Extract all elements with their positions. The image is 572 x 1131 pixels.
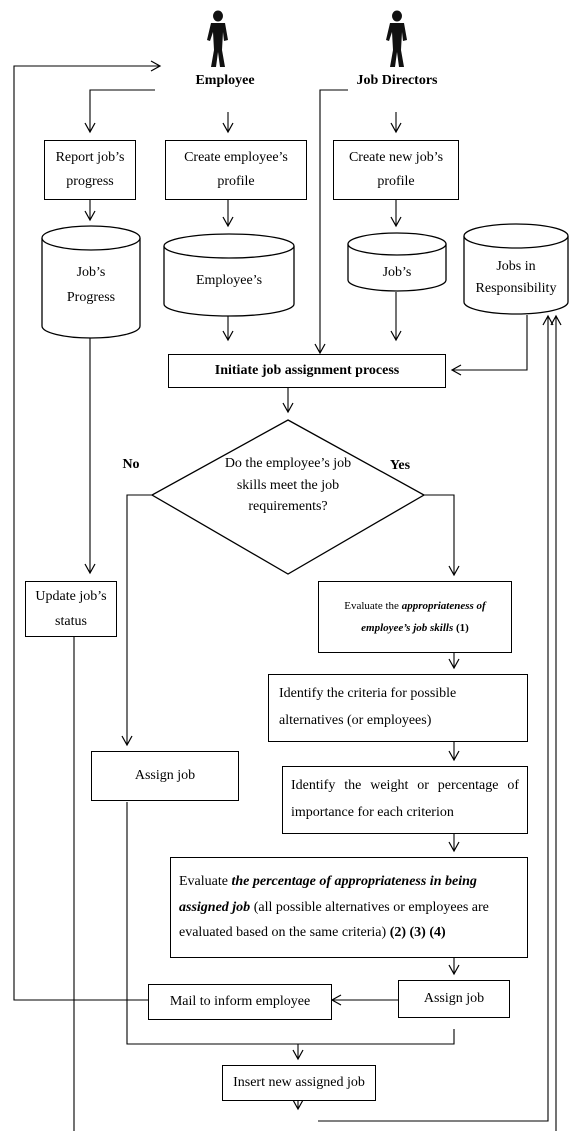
job-progress-database-icon: [41, 225, 141, 339]
mail-inform-employee-box: Mail to inform employee: [148, 984, 332, 1020]
jobs-database-icon: [347, 232, 447, 292]
employees-database-icon: [163, 233, 295, 317]
create-job-profile-box: Create new job’s profile: [333, 140, 459, 200]
evaluate-percentage-refs: (2) (3) (4): [389, 925, 446, 941]
create-employee-profile-box: Create employee’s profile: [165, 140, 307, 200]
initiate-process-box: Initiate job assignment process: [168, 354, 446, 388]
decision-question: Do the employee’s job skills meet the jo…: [224, 456, 352, 515]
evaluate-appropriateness-emphasis: appropriateness of employee’s job skills: [361, 600, 486, 634]
evaluate-appropriateness-ref: (1): [453, 622, 469, 634]
evaluate-percentage-detail: (all possible alternatives or employees …: [179, 899, 489, 941]
job-directors-actor-label: Job Directors: [356, 73, 438, 88]
evaluate-percentage-prefix: Evaluate: [179, 873, 232, 889]
job-directors-person-icon: [386, 10, 407, 67]
assign-job-right-box: Assign job: [398, 980, 510, 1018]
employees-database-label: Employee’s: [195, 273, 263, 288]
evaluate-appropriateness-prefix: Evaluate the: [344, 600, 402, 612]
evaluate-percentage-box: Evaluate the percentage of appropriatene…: [170, 857, 528, 958]
update-status-box: Update job’s status: [25, 581, 117, 637]
jobs-in-responsibility-database-label: Jobs in Responsibility: [475, 259, 557, 296]
insert-assigned-job-box: Insert new assigned job: [222, 1065, 376, 1101]
jobs-database-label: Job’s: [382, 265, 412, 280]
assign-job-left-box: Assign job: [91, 751, 239, 801]
identify-weight-box: Identify the weight or percentage of imp…: [282, 766, 528, 834]
decision-yes-label: Yes: [389, 458, 411, 473]
decision-diamond: [150, 419, 426, 575]
evaluate-percentage-emphasis: the percentage of appropriateness in bei…: [179, 873, 477, 915]
identify-criteria-box: Identify the criteria for possible alter…: [268, 674, 528, 742]
job-progress-database-label: Job’s Progress: [66, 265, 116, 306]
decision-no-label: No: [122, 457, 140, 472]
employee-actor-label: Employee: [195, 73, 255, 88]
employee-person-icon: [207, 10, 228, 67]
evaluate-appropriateness-box: Evaluate the appropriateness of employee…: [318, 581, 512, 653]
report-progress-box: Report job’s progress: [44, 140, 136, 200]
jobs-in-responsibility-database-icon: [463, 223, 569, 315]
